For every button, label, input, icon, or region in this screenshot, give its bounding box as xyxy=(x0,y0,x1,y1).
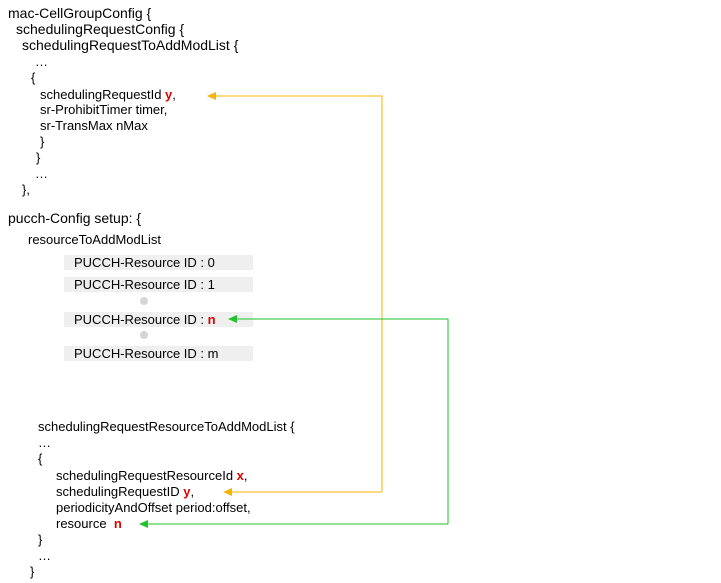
pucch-resource-label: PUCCH-Resource ID : m xyxy=(74,346,219,361)
ellipsis-dot xyxy=(140,297,148,305)
periodicity-and-offset-line: periodicityAndOffset period:offset, xyxy=(56,500,251,515)
scheduling-request-id-value-bottom: y xyxy=(183,484,191,499)
ellipsis-top-1: … xyxy=(35,54,48,69)
close-brace-inner: } xyxy=(40,134,45,149)
resource-to-add-mod-list-line: resourceToAddModList xyxy=(28,232,161,247)
scheduling-request-id-label-bottom: schedulingRequestID xyxy=(56,484,184,499)
arrow-n-connector xyxy=(139,315,449,528)
pucch-resource-label: PUCCH-Resource ID : 0 xyxy=(74,255,215,270)
scheduling-request-resource-id-label: schedulingRequestResourceId xyxy=(56,468,237,483)
comma: , xyxy=(172,87,176,102)
ellipsis-top-2: … xyxy=(35,166,48,181)
scheduling-request-resource-id-value: x xyxy=(236,468,244,483)
pucch-resource-box: PUCCH-Resource ID : 0 xyxy=(64,255,253,270)
scheduling-request-id-line: schedulingRequestId y, xyxy=(40,87,176,102)
pucch-resource-n-value: n xyxy=(207,312,216,327)
mac-cell-group-config-line: mac-CellGroupConfig { xyxy=(8,5,152,21)
resource-line: resource n xyxy=(56,516,122,531)
scheduling-request-id-label: schedulingRequestId xyxy=(40,87,166,102)
pucch-config-setup-line: pucch-Config setup: { xyxy=(8,210,142,226)
pucch-resource-box: PUCCH-Resource ID : n xyxy=(64,312,253,327)
pucch-resource-label: PUCCH-Resource ID : n xyxy=(74,312,216,327)
sr-prohibit-timer-line: sr-ProhibitTimer timer, xyxy=(40,102,168,117)
ellipsis-bottom-2: … xyxy=(38,548,51,563)
close-brace-comma: }, xyxy=(22,182,30,197)
pucch-resource-box: PUCCH-Resource ID : 1 xyxy=(64,277,253,292)
ellipsis-bottom-1: … xyxy=(38,435,51,450)
open-brace-top: { xyxy=(31,70,36,85)
scheduling-request-resource-id-line: schedulingRequestResourceId x, xyxy=(56,468,248,483)
resource-label: resource xyxy=(56,516,114,531)
scheduling-request-id-line-bottom: schedulingRequestID y, xyxy=(56,484,195,499)
pucch-resource-label: PUCCH-Resource ID : 1 xyxy=(74,277,215,292)
close-brace-bottom-inner: } xyxy=(38,532,43,547)
scheduling-request-config-line: schedulingRequestConfig { xyxy=(16,21,185,37)
ellipsis-dot xyxy=(140,331,148,339)
resource-n-value: n xyxy=(113,516,122,531)
close-brace-bottom-outer: } xyxy=(30,564,35,579)
sr-trans-max-line: sr-TransMax nMax xyxy=(40,118,148,133)
close-brace-outer: } xyxy=(36,150,41,165)
arrow-y-connector xyxy=(207,92,383,496)
pucch-resource-box: PUCCH-Resource ID : m xyxy=(64,346,253,361)
scheduling-request-resource-list-line: schedulingRequestResourceToAddModList { xyxy=(38,419,295,434)
scheduling-request-id-value: y xyxy=(165,87,173,102)
scheduling-request-to-add-mod-list-line: schedulingRequestToAddModList { xyxy=(22,37,239,53)
open-brace-bottom: { xyxy=(38,451,43,466)
